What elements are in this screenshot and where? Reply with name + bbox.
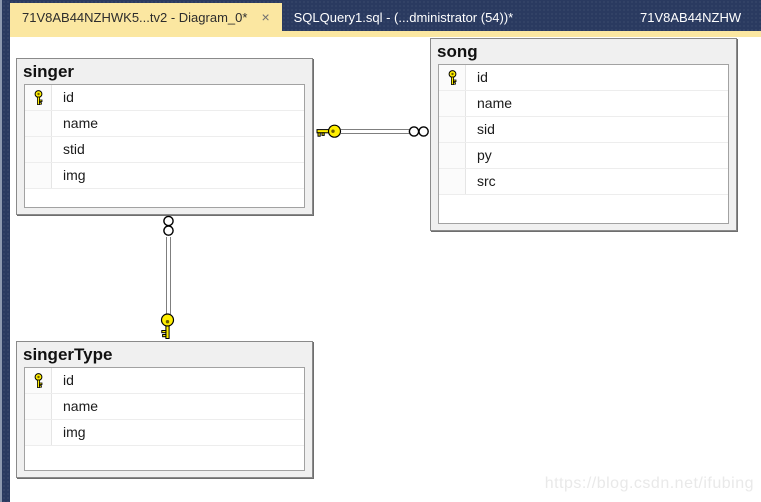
table-row[interactable]: name [439,91,728,117]
diagram-canvas[interactable]: singer id na [10,37,761,502]
many-end-infinity-icon [162,215,175,242]
primary-key-icon [448,70,456,85]
table-row[interactable]: py [439,143,728,169]
tab-other-document-label: 71V8AB44NZHW [640,9,742,25]
window-left-edge [0,0,2,502]
table-row[interactable]: id [25,368,304,394]
table-singer[interactable]: singer id na [16,58,313,215]
table-song-title[interactable]: song [437,42,478,61]
tab-diagram-label: 71V8AB44NZHWK5...tv2 - Diagram_0* [22,9,248,25]
close-icon[interactable]: × [261,9,270,25]
tab-other-document[interactable]: 71V8AB44NZHW [628,3,753,31]
table-row[interactable]: name [25,111,304,137]
one-end-key-icon [160,313,175,345]
table-row[interactable]: img [25,420,304,446]
relationship-singer-singertype-line[interactable] [166,237,171,314]
table-row[interactable]: id [25,85,304,111]
document-tab-bar: 71V8AB44NZHWK5...tv2 - Diagram_0* × SQLQ… [10,0,761,31]
table-singertype[interactable]: singerType id [16,341,313,478]
many-end-infinity-icon [408,125,430,143]
primary-key-icon [34,90,42,105]
tab-diagram[interactable]: 71V8AB44NZHWK5...tv2 - Diagram_0* × [10,3,282,31]
primary-key-icon [34,373,42,388]
active-tab-strip [10,31,761,37]
table-singertype-grid: id name img [24,367,305,471]
table-singer-title[interactable]: singer [23,62,75,81]
relationship-singer-song-line[interactable] [341,129,409,134]
tab-sqlquery[interactable]: SQLQuery1.sql - (...dministrator (54))* [282,3,526,31]
window-left-strip [2,0,10,502]
table-song[interactable]: song id name [430,38,737,231]
table-singertype-title[interactable]: singerType [23,345,113,364]
table-row[interactable]: src [439,169,728,195]
table-row[interactable]: stid [25,137,304,163]
one-end-key-icon [316,124,342,144]
table-row[interactable]: img [25,163,304,189]
table-singer-grid: id name stid img [24,84,305,208]
table-row[interactable]: sid [439,117,728,143]
table-row[interactable]: id [439,65,728,91]
watermark-text: https://blog.csdn.net/ifubing [544,475,754,492]
table-song-grid: id name sid py src [438,64,729,224]
tab-sqlquery-label: SQLQuery1.sql - (...dministrator (54))* [293,9,514,25]
table-row[interactable]: name [25,394,304,420]
